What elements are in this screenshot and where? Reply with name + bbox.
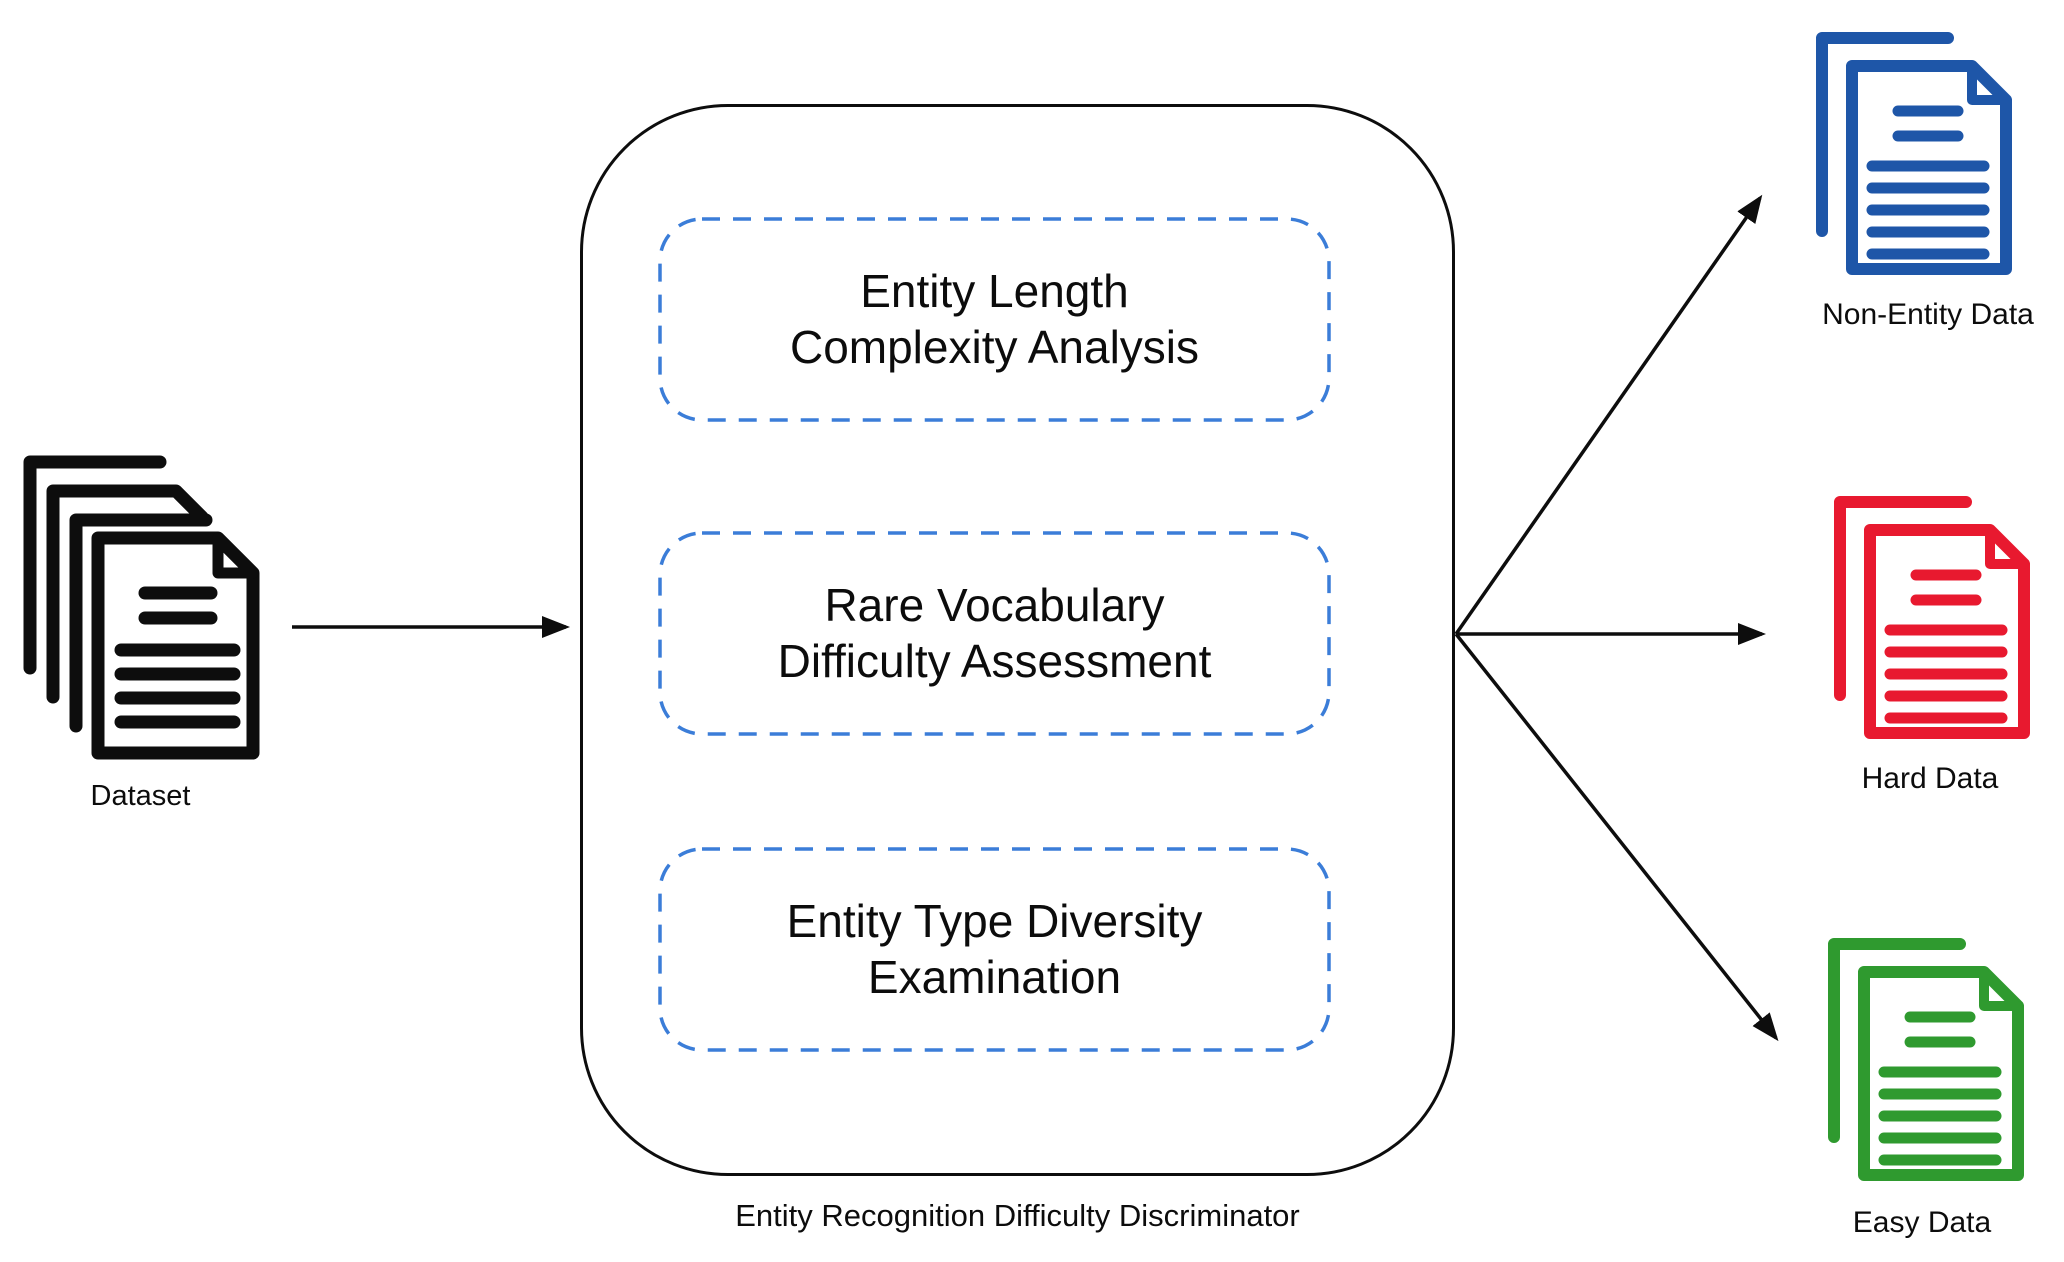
arrow-to-easy-data — [1454, 632, 1779, 1042]
non-entity-data-label: Non-Entity Data — [1822, 298, 2034, 331]
hard-data-document-icon — [1828, 490, 2033, 745]
easy-data-document-icon — [1822, 932, 2027, 1187]
hard-data-label: Hard Data — [1861, 762, 1999, 795]
arrow-to-non-entity-data — [1454, 194, 1763, 636]
module-label-line: Rare Vocabulary — [824, 579, 1165, 632]
module-label-line: Complexity Analysis — [789, 320, 1200, 373]
document-stack-icon — [18, 450, 263, 768]
module-rare-vocabulary-difficulty-assessment: Rare Vocabulary Difficulty Assessment — [658, 531, 1331, 736]
module-entity-length-complexity-analysis: Entity Length Complexity Analysis — [658, 217, 1331, 422]
dataset-label: Dataset — [90, 780, 191, 812]
module-label-line: Examination — [867, 950, 1122, 1003]
module-entity-type-diversity-examination: Entity Type Diversity Examination — [658, 847, 1331, 1052]
non-entity-data-document-icon — [1810, 26, 2015, 281]
module-label-line: Entity Type Diversity — [786, 895, 1203, 948]
dashed-border — [658, 217, 1331, 422]
easy-data-label: Easy Data — [1852, 1206, 1992, 1239]
dashed-border — [658, 847, 1331, 1052]
module-label-line: Difficulty Assessment — [777, 634, 1212, 687]
discriminator-container: Entity Length Complexity Analysis Rare V… — [580, 104, 1455, 1176]
dashed-border — [658, 531, 1331, 736]
discriminator-label: Entity Recognition Difficulty Discrimina… — [735, 1198, 1300, 1233]
module-label-line: Entity Length — [860, 265, 1129, 318]
